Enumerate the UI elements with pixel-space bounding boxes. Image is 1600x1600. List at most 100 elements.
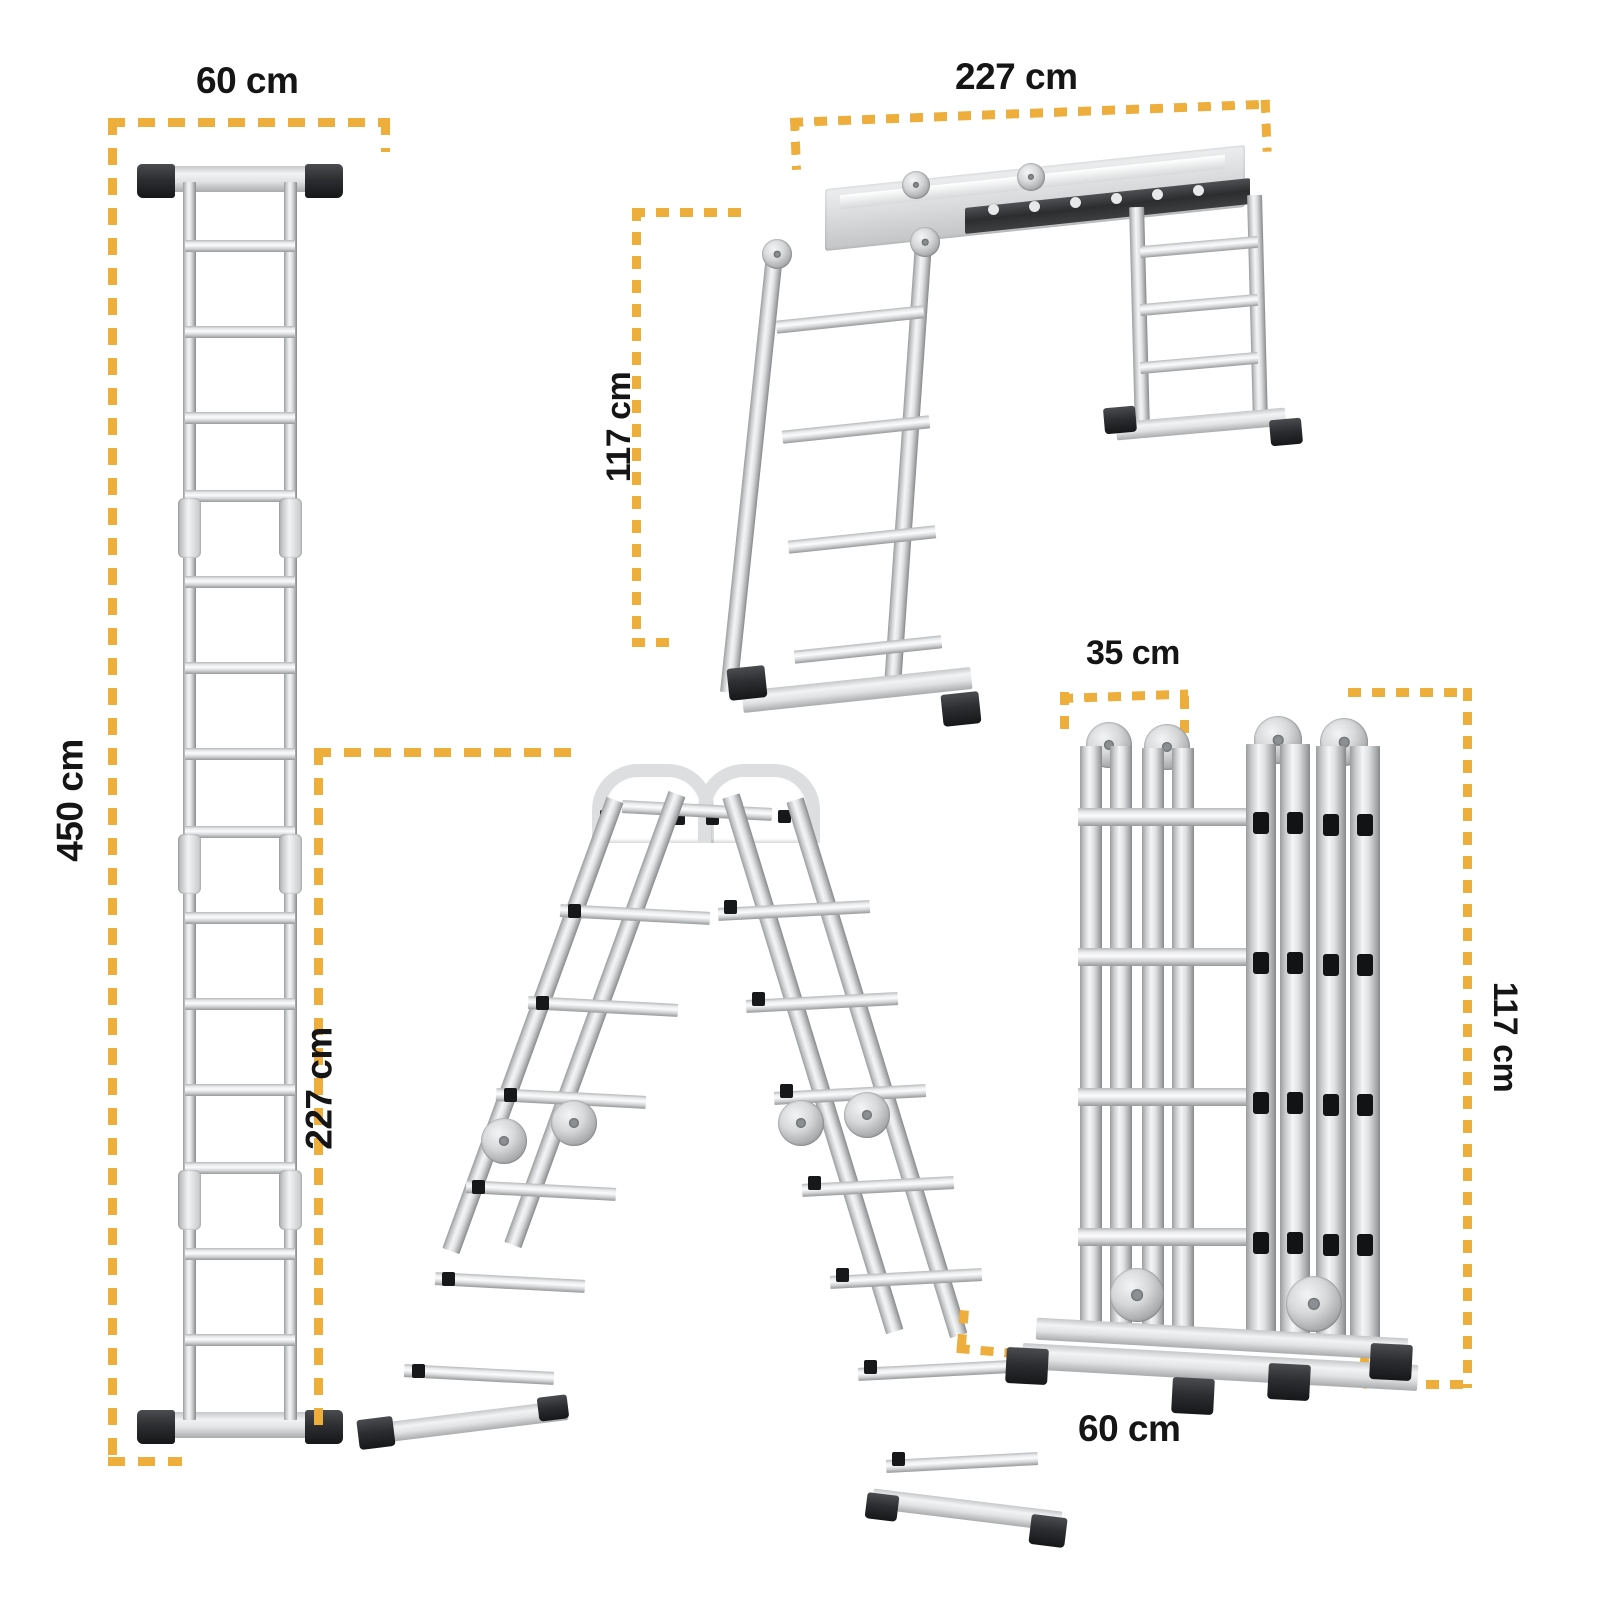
- rung-clip: [836, 1268, 849, 1282]
- apex-clip: [778, 810, 791, 823]
- aframe-rung: [745, 992, 899, 1013]
- left-half-hinge-wheel: [481, 1118, 527, 1164]
- bottom-left-foot-cap: [137, 1410, 175, 1444]
- rung-socket: [1357, 1094, 1373, 1116]
- folded-foot: [1267, 1362, 1311, 1402]
- aframe-left-half: [356, 790, 711, 1590]
- rung-socket: [1323, 1094, 1339, 1116]
- hinge-joint-right: [279, 1170, 302, 1230]
- deck-hinge-wheel: [902, 171, 930, 199]
- straight-ladder-view: 60 cm 450 cm: [0, 0, 420, 1600]
- right-half-hinge-wheel: [844, 1092, 890, 1138]
- scaffold-height-bracket-vert: [632, 208, 641, 646]
- aframe-height-bracket-vert: [314, 748, 323, 1438]
- folded-rail: [1080, 746, 1102, 1326]
- rung-socket: [1323, 954, 1339, 976]
- right-rail: [284, 182, 297, 1420]
- right-leg-foot-inner: [1102, 405, 1138, 435]
- folded-left-stack: [1072, 716, 1274, 1376]
- left-half-foot-outer: [356, 1415, 396, 1451]
- scaffold-height-bracket-bottom: [632, 638, 680, 647]
- rung-clip: [892, 1452, 905, 1466]
- scaffold-ladder-view: 227 cm 117 cm: [600, 58, 1360, 727]
- rung: [185, 1248, 295, 1260]
- aframe-right-half: [700, 793, 1068, 1590]
- rung-socket: [1287, 952, 1303, 974]
- folded-depth-bracket-top: [1060, 689, 1189, 703]
- scaffold-height-bracket-top: [632, 208, 750, 217]
- rung: [185, 1162, 295, 1174]
- straight-height-bracket-left: [108, 118, 117, 1466]
- left-half-hinge-wheel: [551, 1100, 597, 1146]
- folded-height-bracket-vert: [1463, 688, 1472, 1388]
- aframe-height-bracket-top: [314, 748, 578, 757]
- top-right-foot-cap: [305, 164, 343, 198]
- rung-socket: [1253, 812, 1269, 834]
- rung: [185, 490, 295, 502]
- rung-clip: [472, 1180, 485, 1194]
- left-leg-stabiliser: [741, 667, 973, 713]
- folded-foot: [1171, 1376, 1215, 1416]
- rung-clip: [568, 904, 581, 918]
- folded-depth-label: 35 cm: [1086, 634, 1180, 672]
- folded-height-bracket-top: [1348, 688, 1472, 697]
- straight-width-bracket-right-tick: [381, 118, 390, 152]
- rung: [185, 998, 295, 1010]
- rung: [185, 576, 295, 588]
- right-leg-foot-outer: [1268, 417, 1304, 447]
- rail-rivet: [988, 204, 999, 215]
- folded-width-label: 60 cm: [1078, 1408, 1181, 1449]
- scaffold-rung: [1139, 351, 1259, 375]
- right-half-foot-outer: [1028, 1513, 1068, 1549]
- hinge-joint-left: [178, 498, 201, 558]
- right-leg-outer-rail: [1247, 194, 1268, 424]
- hinge-joint-right: [279, 498, 302, 558]
- rail-rivet: [1029, 201, 1040, 212]
- scaffold-rung: [1139, 293, 1259, 317]
- rung-socket: [1253, 1232, 1269, 1254]
- scaffold-rung: [1139, 235, 1259, 259]
- folded-ladder-view: 35 cm 117 cm 60 cm: [940, 620, 1600, 1480]
- straight-height-label: 450 cm: [49, 739, 91, 862]
- folded-bottom-hinge-wheel: [1110, 1268, 1164, 1322]
- rung-clip: [808, 1176, 821, 1190]
- straight-ladder-graphic: [135, 160, 345, 1450]
- rung-clip: [780, 1084, 793, 1098]
- hinge-joint-right: [279, 834, 302, 894]
- rung: [185, 240, 295, 252]
- aframe-ladder-graphic: [356, 740, 1068, 1590]
- scaffold-right-leg: [1102, 183, 1310, 453]
- rung-socket: [1357, 954, 1373, 976]
- left-rail: [183, 182, 196, 1420]
- rung-socket: [1323, 814, 1339, 836]
- rung: [185, 1334, 295, 1346]
- folded-rung: [1078, 948, 1274, 966]
- top-left-foot-cap: [137, 164, 175, 198]
- rung: [185, 326, 295, 338]
- scaffold-rung: [793, 635, 943, 664]
- rail-rivet: [1070, 197, 1081, 208]
- folded-height-label: 117 cm: [1486, 981, 1524, 1093]
- straight-width-bracket-top: [108, 118, 390, 127]
- rail-rivet: [1111, 193, 1122, 204]
- folded-rung: [1078, 808, 1274, 826]
- bottom-right-foot-cap: [305, 1410, 343, 1444]
- rung-clip: [536, 996, 549, 1010]
- folded-rung: [1078, 1088, 1274, 1106]
- straight-width-label: 60 cm: [196, 60, 299, 101]
- left-half-foot-inner: [536, 1394, 570, 1422]
- aframe-rung: [434, 1272, 586, 1293]
- straight-height-bracket-bottom: [108, 1457, 182, 1466]
- rung-socket: [1287, 1232, 1303, 1254]
- folded-rail: [1172, 748, 1194, 1328]
- rung: [185, 912, 295, 924]
- left-leg-foot-outer: [726, 665, 768, 701]
- left-leg-outer-rail: [720, 254, 783, 694]
- rung-clip: [504, 1088, 517, 1102]
- leg-hinge-wheel: [910, 227, 940, 257]
- rung-socket: [1287, 1092, 1303, 1114]
- rung-socket: [1357, 1234, 1373, 1256]
- rail-rivet: [1193, 185, 1204, 196]
- scaffold-rung: [787, 525, 937, 554]
- folded-rail: [1142, 748, 1164, 1328]
